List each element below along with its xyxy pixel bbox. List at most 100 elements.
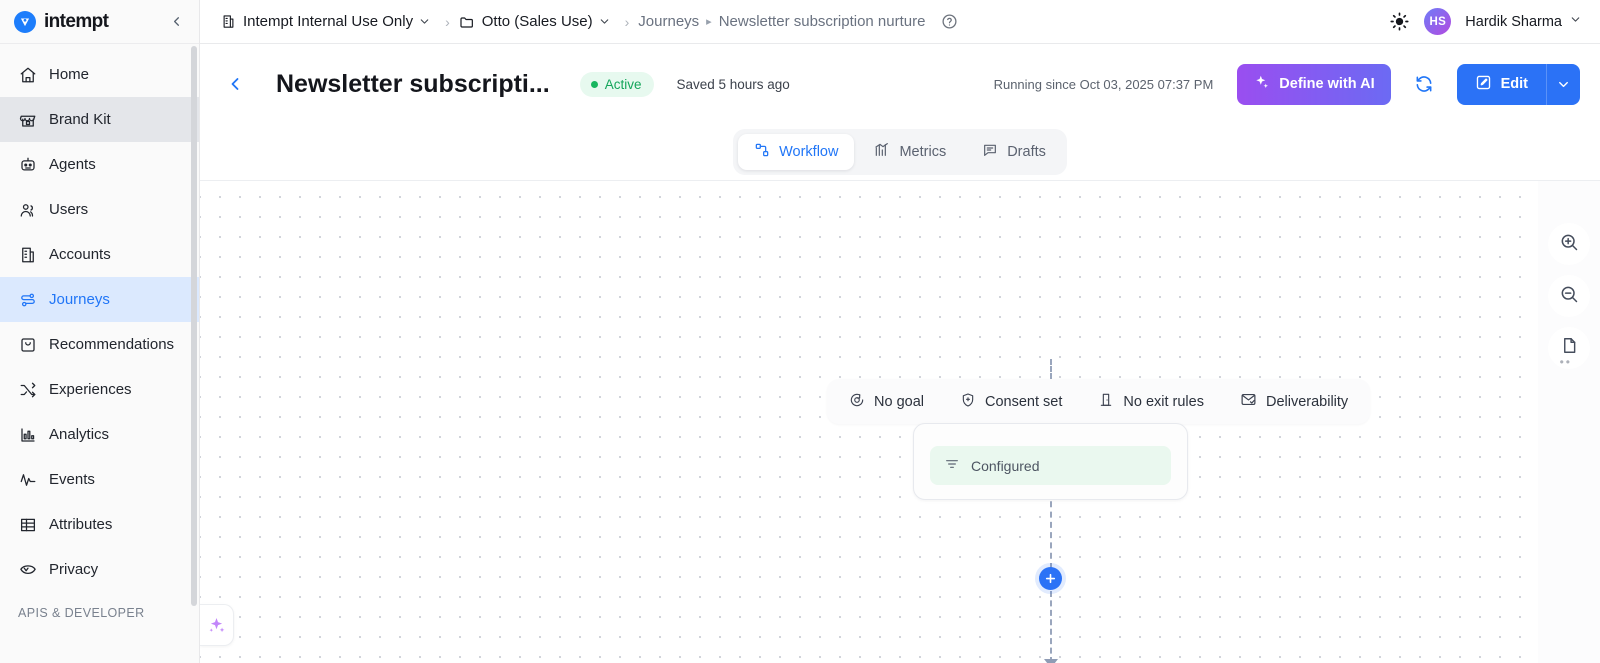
filter-icon — [944, 456, 960, 475]
journeys-icon — [18, 290, 37, 309]
sparkles-icon — [1253, 74, 1270, 95]
sidebar-item-attributes[interactable]: Attributes — [0, 502, 199, 547]
goal-setting-deliverability[interactable]: Deliverability — [1222, 391, 1348, 412]
sidebar: intempt Home Brand Kit Agents Users — [0, 0, 200, 663]
connector-line-mid — [1050, 491, 1052, 569]
sidebar-item-label: Accounts — [49, 246, 111, 263]
connector-line-lower — [1050, 591, 1052, 663]
table-icon — [18, 515, 37, 534]
sidebar-item-agents[interactable]: Agents — [0, 142, 199, 187]
page-header: Newsletter subscripti... Active Saved 5 … — [200, 44, 1600, 124]
sidebar-item-label: Privacy — [49, 561, 99, 578]
saved-timestamp: Saved 5 hours ago — [676, 76, 790, 92]
running-since-label: Running since Oct 03, 2025 07:37 PM — [993, 76, 1214, 92]
brand-name: intempt — [44, 10, 109, 32]
tab-workflow-label: Workflow — [779, 144, 839, 160]
tab-metrics[interactable]: Metrics — [858, 134, 962, 170]
breadcrumb-workspace-label: Intempt Internal Use Only — [243, 13, 414, 30]
canvas-tools: •• — [1538, 181, 1600, 663]
sidebar-item-label: Brand Kit — [49, 111, 111, 128]
workflow-canvas[interactable]: No goal Consent set No exit rules Delive… — [200, 180, 1600, 663]
sidebar-item-users[interactable]: Users — [0, 187, 199, 232]
status-badge-label: Active — [604, 76, 642, 92]
node-configured-label: Configured — [971, 457, 1040, 474]
sidebar-item-label: Experiences — [49, 381, 132, 398]
sidebar-item-events[interactable]: Events — [0, 457, 199, 502]
sidebar-item-analytics[interactable]: Analytics — [0, 412, 199, 457]
edit-dropdown-toggle[interactable] — [1546, 63, 1580, 105]
building-icon — [220, 14, 236, 30]
edit-button[interactable]: Edit — [1456, 63, 1546, 105]
user-menu[interactable]: Hardik Sharma — [1465, 13, 1582, 30]
breadcrumb-separator: › — [445, 13, 450, 30]
tabs-row: Workflow Metrics Drafts — [200, 124, 1600, 180]
tab-drafts[interactable]: Drafts — [966, 134, 1062, 170]
zoom-out-button[interactable] — [1548, 275, 1590, 317]
goal-setting-consent[interactable]: Consent set — [942, 392, 1080, 412]
sidebar-item-label: Home — [49, 66, 90, 83]
shuffle-icon — [18, 380, 37, 399]
add-step-button[interactable] — [1039, 567, 1062, 590]
sidebar-item-privacy[interactable]: Privacy — [0, 547, 199, 592]
page-title: Newsletter subscripti... — [276, 69, 550, 98]
journey-settings-bar: No goal Consent set No exit rules Delive… — [827, 379, 1371, 424]
zoom-out-icon — [1559, 284, 1579, 309]
fit-page-button[interactable] — [1548, 327, 1590, 369]
message-icon — [982, 142, 998, 162]
zoom-in-button[interactable] — [1548, 223, 1590, 265]
breadcrumb-section[interactable]: Journeys — [638, 13, 700, 30]
mail-check-icon — [1240, 391, 1257, 412]
breadcrumb-project[interactable]: Otto (Sales Use) — [459, 13, 593, 30]
sidebar-item-home[interactable]: Home — [0, 52, 199, 97]
sidebar-item-recommendations[interactable]: Recommendations — [0, 322, 199, 367]
status-dot-icon — [590, 80, 598, 88]
goal-setting-label: Deliverability — [1265, 393, 1349, 410]
status-badge: Active — [579, 71, 655, 97]
sidebar-item-label: Attributes — [49, 516, 113, 533]
topbar-right: HS Hardik Sharma — [1388, 8, 1582, 35]
page-icon — [1560, 336, 1579, 360]
sidebar-item-label: Events — [49, 471, 95, 488]
goal-setting-no-goal[interactable]: No goal — [849, 392, 942, 412]
sidebar-item-accounts[interactable]: Accounts — [0, 232, 199, 277]
breadcrumb-page[interactable]: Newsletter subscription nurture — [718, 13, 926, 30]
pulse-icon — [18, 470, 37, 489]
breadcrumb-project-label: Otto (Sales Use) — [481, 13, 593, 30]
tab-metrics-label: Metrics — [899, 144, 947, 160]
chart-up-icon — [874, 142, 890, 162]
tab-workflow[interactable]: Workflow — [738, 134, 855, 170]
help-circle-icon[interactable] — [941, 13, 958, 30]
workflow-node-top[interactable]: Configured — [913, 423, 1188, 500]
edit-button-label: Edit — [1500, 76, 1528, 92]
building-icon — [18, 245, 37, 264]
ai-assistant-button[interactable] — [200, 604, 234, 646]
canvas-tool-overflow[interactable]: •• — [1559, 355, 1572, 369]
main-area: Intempt Internal Use Only › Otto (Sales … — [200, 0, 1600, 663]
refresh-button[interactable] — [1413, 73, 1435, 95]
sidebar-item-journeys[interactable]: Journeys — [0, 277, 199, 322]
avatar[interactable]: HS — [1424, 8, 1452, 35]
sidebar-scrollbar-thumb[interactable] — [191, 46, 197, 606]
breadcrumb-workspace[interactable]: Intempt Internal Use Only — [220, 13, 413, 30]
sidebar-scrollbar[interactable] — [191, 46, 197, 646]
define-with-ai-label: Define with AI — [1279, 76, 1375, 92]
sidebar-item-label: Analytics — [49, 426, 110, 443]
sidebar-item-brand-kit[interactable]: Brand Kit — [0, 97, 199, 142]
home-icon — [18, 65, 37, 84]
define-with-ai-button[interactable]: Define with AI — [1237, 63, 1391, 105]
intempt-logo-icon — [14, 10, 36, 33]
sun-icon[interactable] — [1388, 11, 1410, 33]
sidebar-item-experiences[interactable]: Experiences — [0, 367, 199, 412]
page-header-actions: Running since Oct 03, 2025 07:37 PM Defi… — [993, 63, 1580, 105]
goal-setting-exit-rules[interactable]: No exit rules — [1080, 392, 1222, 412]
sidebar-item-label: Recommendations — [49, 336, 175, 353]
sidebar-collapse-icon[interactable] — [167, 13, 185, 31]
user-name-label: Hardik Sharma — [1465, 13, 1562, 30]
back-button[interactable] — [222, 71, 248, 97]
workflow-icon — [754, 142, 770, 162]
chevron-down-icon — [1569, 13, 1582, 30]
node-configured-chip[interactable]: Configured — [930, 446, 1171, 485]
chevron-down-icon[interactable] — [598, 15, 611, 28]
chevron-down-icon[interactable] — [418, 15, 431, 28]
